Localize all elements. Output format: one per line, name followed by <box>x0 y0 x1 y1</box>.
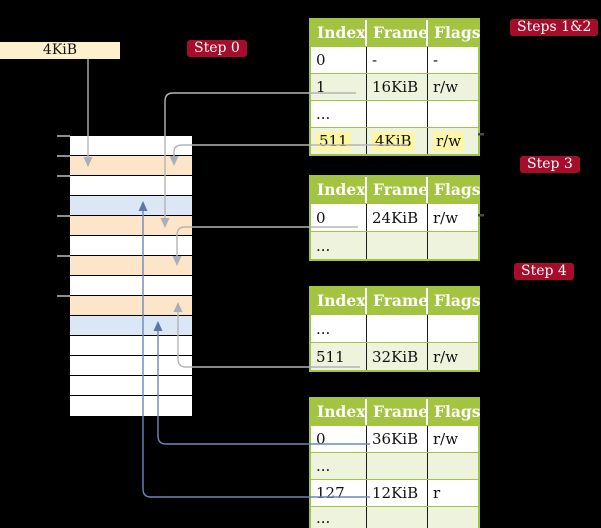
cell-flags: - <box>433 51 439 69</box>
page-table-1: Index Frame Flags 0 - - 1 16KiB r/w ... … <box>309 18 481 156</box>
table-row: 1 16KiB r/w <box>311 73 478 100</box>
table-row: 511 32KiB r/w <box>311 342 478 370</box>
address-tick <box>57 175 70 177</box>
cell-index: 0 <box>316 51 326 69</box>
cell-index: 511 <box>316 131 351 151</box>
page-table-2: Index Frame Flags 0 24KiB r/w ... <box>309 175 481 261</box>
column-header-frame: Frame <box>367 288 428 314</box>
column-header-index: Index <box>311 177 367 203</box>
address-tick <box>57 255 70 257</box>
memory-frame-row <box>70 316 192 336</box>
memory-frame-row <box>70 356 192 376</box>
table-row: 0 36KiB r/w <box>311 425 478 452</box>
table-header-row: Index Frame Flags <box>311 288 481 314</box>
cell-frame: 16KiB <box>372 78 419 96</box>
memory-frame-row <box>70 216 192 236</box>
cell-frame: - <box>372 51 378 69</box>
step0-badge: Step 0 <box>187 40 247 57</box>
table-row: ... <box>311 452 478 479</box>
column-header-flags: Flags <box>434 23 481 42</box>
column-header-frame: Frame <box>367 177 428 203</box>
table-row: ... <box>311 506 478 528</box>
step4-badge: Step 4 <box>514 263 574 280</box>
memory-frame-row <box>70 296 192 316</box>
table-row: ... <box>311 314 478 342</box>
memory-frame-row <box>70 176 192 196</box>
page-table-3: Index Frame Flags ... 511 32KiB r/w <box>309 286 481 372</box>
cell-flags: r/w <box>433 430 459 448</box>
column-header-flags: Flags <box>434 180 481 199</box>
cell-frame: 36KiB <box>372 430 419 448</box>
cell-flags: r/w <box>433 131 465 151</box>
address-tick <box>57 155 70 157</box>
address-tick <box>57 295 70 297</box>
frame-size-box: 4KiB <box>0 42 120 59</box>
address-tick <box>57 215 70 217</box>
table-row: ... <box>311 100 478 127</box>
memory-frame-row <box>70 276 192 296</box>
column-header-flags: Flags <box>434 291 481 310</box>
memory-frame-row <box>70 196 192 216</box>
table-header-row: Index Frame Flags <box>311 399 481 425</box>
column-header-index: Index <box>311 20 367 46</box>
cell-index: ... <box>316 236 331 255</box>
cell-frame: 32KiB <box>372 347 419 366</box>
address-tick <box>57 135 70 137</box>
column-header-index: Index <box>311 288 367 314</box>
column-header-frame: Frame <box>367 20 428 46</box>
table-row: 0 24KiB r/w <box>311 203 478 231</box>
cell-index: ... <box>316 105 331 123</box>
cell-index: ... <box>316 319 331 338</box>
column-header-flags: Flags <box>434 402 481 421</box>
memory-frame-row <box>70 236 192 256</box>
cell-flags: r/w <box>433 78 459 96</box>
cell-frame: 4KiB <box>372 131 415 151</box>
memory-frame-row <box>70 336 192 356</box>
cell-flags: r/w <box>433 208 459 227</box>
memory-frame-row <box>70 156 192 176</box>
cell-flags: r/w <box>433 347 459 366</box>
table-header-row: Index Frame Flags <box>311 177 481 203</box>
cell-flags: r <box>433 484 441 502</box>
cell-index: 1 <box>316 78 326 96</box>
column-header-frame: Frame <box>367 399 428 425</box>
table-header-row: Index Frame Flags <box>311 20 481 46</box>
cell-index: 127 <box>316 484 345 502</box>
table-row: 127 12KiB r <box>311 479 478 506</box>
memory-frame-row <box>70 256 192 276</box>
steps12-badge: Steps 1&2 <box>510 19 599 36</box>
physical-memory-column <box>69 135 193 417</box>
cell-index: 511 <box>316 347 345 366</box>
cell-frame: 24KiB <box>372 208 419 227</box>
cell-index: 0 <box>316 430 326 448</box>
page-table-4: Index Frame Flags 0 36KiB r/w ... 127 12… <box>309 397 481 528</box>
column-header-index: Index <box>311 399 367 425</box>
memory-frame-row <box>70 396 192 416</box>
cell-frame: 12KiB <box>372 484 419 502</box>
memory-frame-row <box>70 136 192 156</box>
memory-frame-row <box>70 376 192 396</box>
cell-index: ... <box>316 508 331 527</box>
table-row: 0 - - <box>311 46 478 73</box>
cell-index: 0 <box>316 208 326 227</box>
cell-index: ... <box>316 457 331 475</box>
table-row-highlighted: 511 4KiB r/w <box>311 127 478 154</box>
table-row: ... <box>311 231 478 259</box>
step3-badge: Step 3 <box>520 156 580 173</box>
